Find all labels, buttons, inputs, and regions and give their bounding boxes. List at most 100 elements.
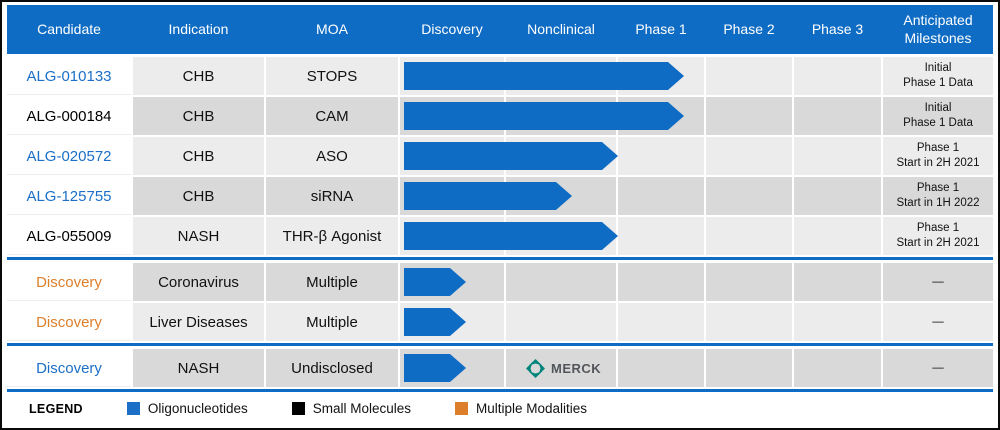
column-header-phase3: Phase 3 bbox=[811, 20, 864, 37]
stage-cell-phase1 bbox=[618, 177, 704, 215]
pipeline-row-alg-055009: ALG-055009 NASH THR-β Agonist Phase 1 St… bbox=[7, 217, 993, 255]
indication-cell: CHB bbox=[133, 97, 264, 135]
stage-cell-phase3 bbox=[794, 349, 881, 387]
milestone-cell: — bbox=[883, 349, 993, 387]
stage-cell-phase3 bbox=[794, 263, 881, 301]
pipeline-row-discovery-coronavirus: Discovery Coronavirus Multiple — bbox=[7, 263, 993, 301]
oligonucleotides-swatch-icon bbox=[126, 402, 140, 415]
stage-cell-phase2 bbox=[706, 137, 792, 175]
legend: LEGEND Oligonucleotides Small Molecules … bbox=[7, 395, 993, 422]
indication-cell: NASH bbox=[133, 217, 264, 255]
stage-cell-phase1 bbox=[618, 217, 704, 255]
milestone-cell: Phase 1 Start in 2H 2021 bbox=[883, 137, 993, 175]
stage-cell-phase3 bbox=[794, 217, 881, 255]
candidate-name: ALG-020572 bbox=[7, 137, 131, 175]
candidate-label: Discovery bbox=[36, 273, 102, 291]
stage-cell-phase1 bbox=[618, 137, 704, 175]
pipeline-row-alg-125755: ALG-125755 CHB siRNA Phase 1 Start in 1H… bbox=[7, 177, 993, 215]
column-header-phase2: Phase 2 bbox=[723, 20, 775, 37]
pipeline-row-alg-000184: ALG-000184 CHB CAM Initial Phase 1 Data bbox=[7, 97, 993, 135]
indication-cell: CHB bbox=[133, 177, 264, 215]
stage-cell-phase3 bbox=[794, 97, 881, 135]
progress-arrow bbox=[404, 182, 572, 210]
candidate-label: ALG-000184 bbox=[26, 107, 112, 125]
partner-logo-merck: MERCK bbox=[526, 349, 601, 387]
candidate-label: ALG-055009 bbox=[26, 227, 112, 245]
progress-arrow bbox=[404, 62, 684, 90]
pipeline-row-discovery-liver: Discovery Liver Diseases Multiple — bbox=[7, 303, 993, 341]
candidate-label: ALG-125755 bbox=[26, 187, 112, 205]
indication-cell: Coronavirus bbox=[133, 263, 264, 301]
pipeline-row-discovery-nash-merck: Discovery NASH Undisclosed — MERCK bbox=[7, 349, 993, 387]
candidate-label: ALG-010133 bbox=[26, 67, 112, 85]
legend-item-oligonucleotides: Oligonucleotides bbox=[126, 401, 248, 416]
stage-cell-phase2 bbox=[706, 57, 792, 95]
indication-cell: NASH bbox=[133, 349, 264, 387]
legend-item-label: Oligonucleotides bbox=[147, 401, 248, 416]
stage-cell-phase3 bbox=[794, 177, 881, 215]
column-header-phase1: Phase 1 bbox=[635, 20, 687, 37]
candidate-name: Discovery bbox=[7, 303, 131, 341]
multiple-modalities-swatch-icon bbox=[455, 402, 469, 415]
legend-title: LEGEND bbox=[29, 401, 83, 416]
stage-cell-phase2 bbox=[706, 263, 792, 301]
indication-cell: CHB bbox=[133, 137, 264, 175]
pipeline-row-alg-010133: ALG-010133 CHB STOPS Initial Phase 1 Dat… bbox=[7, 57, 993, 95]
milestone-cell: Initial Phase 1 Data bbox=[883, 57, 993, 95]
column-header-moa: MOA bbox=[316, 20, 348, 37]
legend-item-label: Small Molecules bbox=[312, 401, 412, 416]
moa-cell: Undisclosed bbox=[266, 349, 398, 387]
stage-cell-phase2 bbox=[706, 217, 792, 255]
section-divider bbox=[7, 343, 993, 346]
milestone-cell: — bbox=[883, 303, 993, 341]
candidate-label: Discovery bbox=[36, 313, 102, 331]
legend-item-multiple-modalities: Multiple Modalities bbox=[455, 401, 587, 416]
candidate-name: ALG-000184 bbox=[7, 97, 131, 135]
candidate-name: ALG-010133 bbox=[7, 57, 131, 95]
small-molecules-swatch-icon bbox=[291, 402, 305, 415]
stage-cell-phase1 bbox=[618, 349, 704, 387]
stage-cell-phase2 bbox=[706, 349, 792, 387]
candidate-name: Discovery bbox=[7, 263, 131, 301]
indication-cell: Liver Diseases bbox=[133, 303, 264, 341]
stage-cell-nonclinical bbox=[506, 303, 616, 341]
column-header-nonclinical: Nonclinical bbox=[527, 20, 595, 37]
moa-cell: Multiple bbox=[266, 303, 398, 341]
indication-cell: CHB bbox=[133, 57, 264, 95]
progress-arrow bbox=[404, 142, 618, 170]
stage-cell-phase3 bbox=[794, 137, 881, 175]
stage-cell-phase2 bbox=[706, 97, 792, 135]
stage-cell-nonclinical bbox=[506, 263, 616, 301]
stage-cell-phase1 bbox=[618, 263, 704, 301]
moa-cell: CAM bbox=[266, 97, 398, 135]
candidate-label: Discovery bbox=[36, 359, 102, 377]
candidate-label: ALG-020572 bbox=[26, 147, 112, 165]
candidate-name: Discovery bbox=[7, 349, 131, 387]
milestone-cell: Initial Phase 1 Data bbox=[883, 97, 993, 135]
legend-item-label: Multiple Modalities bbox=[476, 401, 588, 416]
section-divider bbox=[7, 389, 993, 392]
column-header-candidate: Candidate bbox=[37, 20, 101, 37]
stage-cell-nonclinical bbox=[506, 349, 616, 387]
column-header-milestones: Anticipated Milestones bbox=[903, 12, 973, 46]
stage-cell-phase1 bbox=[618, 303, 704, 341]
merck-icon bbox=[526, 358, 545, 378]
stage-cell-phase3 bbox=[794, 303, 881, 341]
moa-cell: siRNA bbox=[266, 177, 398, 215]
candidate-name: ALG-125755 bbox=[7, 177, 131, 215]
milestone-cell: Phase 1 Start in 1H 2022 bbox=[883, 177, 993, 215]
moa-cell: STOPS bbox=[266, 57, 398, 95]
legend-item-small-molecules: Small Molecules bbox=[291, 401, 412, 416]
milestone-cell: — bbox=[883, 263, 993, 301]
table-header: Candidate Indication MOA Discovery Noncl… bbox=[7, 5, 993, 54]
stage-cell-phase2 bbox=[706, 177, 792, 215]
stage-cell-phase3 bbox=[794, 57, 881, 95]
progress-arrow bbox=[404, 222, 618, 250]
moa-cell: THR-β Agonist bbox=[266, 217, 398, 255]
column-header-indication: Indication bbox=[168, 20, 229, 37]
moa-cell: Multiple bbox=[266, 263, 398, 301]
progress-arrow bbox=[404, 102, 684, 130]
stage-cell-phase2 bbox=[706, 303, 792, 341]
moa-cell: ASO bbox=[266, 137, 398, 175]
